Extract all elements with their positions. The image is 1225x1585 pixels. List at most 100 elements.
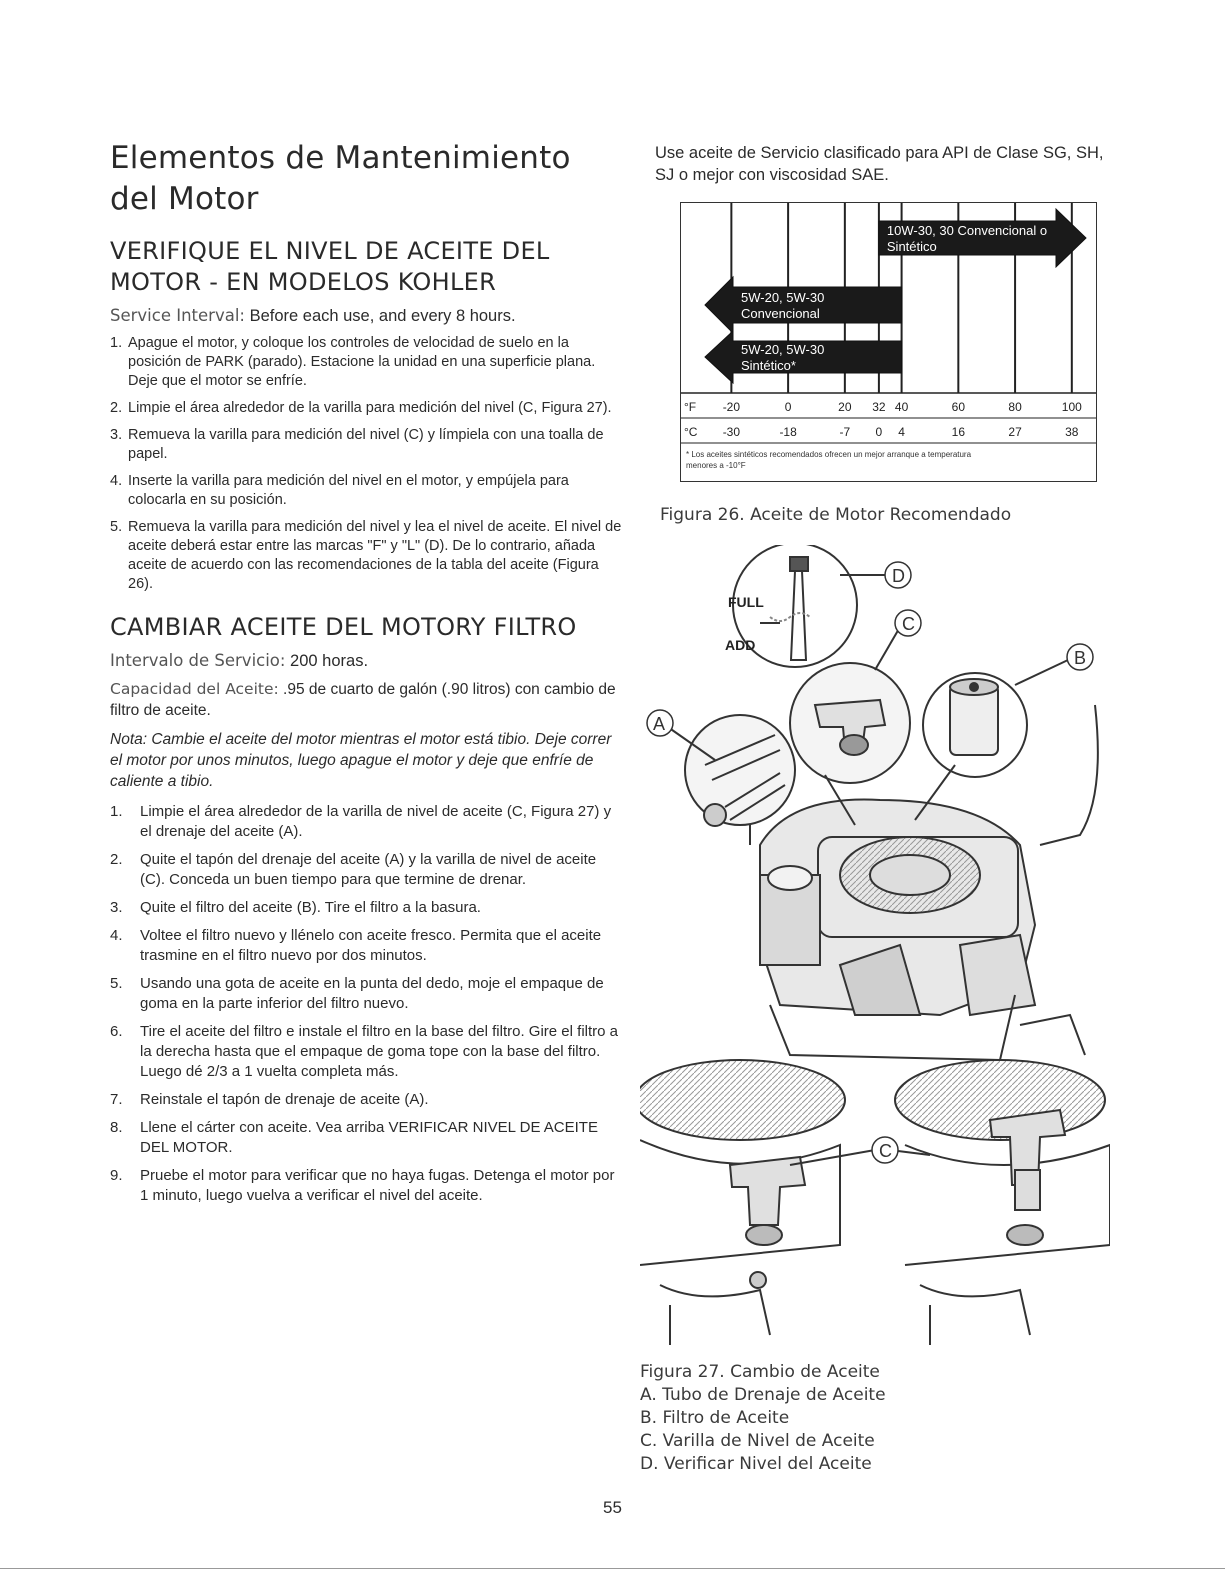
chart-footnote: * Los aceites sintéticos recomendados of… <box>686 450 972 459</box>
right-column: Use aceite de Servicio clasificado para … <box>655 142 1110 482</box>
step-text: Pruebe el motor para verificar que no ha… <box>140 1167 615 1204</box>
note: Nota: Cambie el aceite del motor mientra… <box>110 731 612 790</box>
label-b: B <box>1074 648 1086 668</box>
figure-26-caption: Figura 26. Aceite de Motor Recomendado <box>660 505 1012 525</box>
list-item: 7. Reinstale el tapón de drenaje de aceit… <box>110 1090 625 1110</box>
step-text: Remueva la varilla para medición del niv… <box>128 427 604 462</box>
step-number: 3. <box>110 427 123 443</box>
tick-label-f: 100 <box>1062 400 1082 414</box>
step-text: Quite el tapón del drenaje del aceite (A… <box>140 851 597 888</box>
oil-change-illustration: FULL ADD D C A B <box>640 545 1110 1345</box>
figure-27-title: Figura 27. Cambio de Aceite <box>640 1362 880 1382</box>
label-a: A <box>653 714 665 734</box>
list-item: 3. Quite el filtro del aceite (B). Tire e… <box>110 898 625 918</box>
list-item: 9. Pruebe el motor para verificar que no … <box>110 1166 625 1206</box>
tick-label-c: -30 <box>723 425 741 439</box>
tick-label-c: 38 <box>1065 425 1079 439</box>
step-number: 7. <box>110 1091 123 1108</box>
step-number: 1. <box>110 803 123 820</box>
tick-label-c: 4 <box>898 425 905 439</box>
bottom-rule <box>0 1568 1225 1569</box>
list-item: 6. Tire el aceite del filtro e instale el… <box>110 1022 625 1082</box>
step-number: 6. <box>110 1023 123 1040</box>
change-oil-steps: 1. Limpie el área alrededor de la varilla… <box>110 802 625 1206</box>
callout-lines <box>664 574 1069 826</box>
left-column: Elementos de Mantenimiento del Motor VER… <box>110 138 625 1214</box>
step-number: 2. <box>110 400 123 416</box>
tick-label-c: 0 <box>876 425 883 439</box>
chart-footnote: menores a -10°F <box>686 461 746 470</box>
tick-label-f: 20 <box>838 400 852 414</box>
figure-27-legend: A. Tubo de Drenaje de Aceite B. Filtro de… <box>640 1384 886 1476</box>
series-label: Sintético <box>887 239 937 254</box>
list-item: 3. Remueva la varilla para medición del n… <box>110 426 625 464</box>
series-bar <box>704 329 903 385</box>
service-interval-2: Intervalo de Servicio: 200 horas. <box>110 651 369 670</box>
tick-label-c: 27 <box>1008 425 1022 439</box>
callout-labels: D C A B <box>646 561 1094 737</box>
oil-capacity: Capacidad del Aceite: .95 de cuarto de g… <box>110 680 616 719</box>
step-number: 5. <box>110 975 123 992</box>
series-label: 5W-20, 5W-30 <box>741 342 824 357</box>
tick-label-f: 0 <box>785 400 792 414</box>
tick-label-f: 60 <box>952 400 966 414</box>
unit-f-label: °F <box>684 400 696 414</box>
label-c: C <box>902 614 915 634</box>
list-item: 2. Quite el tapón del drenaje del aceite … <box>110 850 625 890</box>
drain-tube-detail <box>684 714 796 827</box>
tick-label-f: 80 <box>1008 400 1022 414</box>
step-number: 3. <box>110 899 123 916</box>
step-text: Limpie el área alrededor de la varilla d… <box>140 803 612 840</box>
step-number: 4. <box>110 927 123 944</box>
list-item: 4. Voltee el filtro nuevo y llénelo con a… <box>110 926 625 966</box>
legend-item: D. Verificar Nivel del Aceite <box>640 1454 872 1474</box>
step-number: 9. <box>110 1167 123 1184</box>
check-oil-steps: 1. Apague el motor, y coloque los control… <box>110 334 625 594</box>
add-mark-label: ADD <box>725 637 755 653</box>
page-title: Elementos de Mantenimiento del Motor <box>110 140 571 217</box>
legend-item: A. Tubo de Drenaje de Aceite <box>640 1385 886 1405</box>
list-item: 4. Inserte la varilla para medición del n… <box>110 472 625 510</box>
dipstick-closeup <box>789 662 911 784</box>
series-label: Convencional <box>741 306 820 321</box>
full-mark-label: FULL <box>728 594 764 610</box>
step-number: 4. <box>110 473 123 489</box>
step-number: 1. <box>110 335 123 351</box>
step-text: Limpie el área alrededor de la varilla p… <box>128 400 612 416</box>
step-text: Voltee el filtro nuevo y llénelo con ace… <box>140 927 602 964</box>
section-heading-change-oil: CAMBIAR ACEITE DEL MOTORY FILTRO <box>110 613 577 641</box>
series-label: 10W-30, 30 Convencional o <box>887 223 1047 238</box>
dipstick-removal-panels <box>640 1059 1110 1345</box>
tick-label-c: 16 <box>952 425 966 439</box>
tick-label-c: -7 <box>840 425 851 439</box>
series-label: Sintético* <box>741 358 796 373</box>
step-text: Apague el motor, y coloque los controles… <box>128 335 596 389</box>
engine-drawing <box>734 704 1099 1062</box>
step-text: Llene el cárter con aceite. Vea arriba V… <box>140 1119 598 1156</box>
list-item: 1. Limpie el área alrededor de la varilla… <box>110 802 625 842</box>
series-bar <box>878 207 1087 269</box>
list-item: 2. Limpie el área alrededor de la varilla… <box>110 399 625 418</box>
label-d: D <box>892 566 905 586</box>
unit-c-label: °C <box>684 425 698 439</box>
step-text: Inserte la varilla para medición del niv… <box>128 473 569 508</box>
legend-item: C. Varilla de Nivel de Aceite <box>640 1431 875 1451</box>
list-item: 1. Apague el motor, y coloque los control… <box>110 334 625 391</box>
step-text: Reinstale el tapón de drenaje de aceite … <box>140 1091 429 1108</box>
page-number: 55 <box>603 1498 622 1517</box>
step-text: Usando una gota de aceite en la punta de… <box>140 975 604 1012</box>
step-number: 5. <box>110 519 123 535</box>
step-number: 2. <box>110 851 123 868</box>
tick-label-c: -18 <box>779 425 797 439</box>
figure-27-caption: Figura 27. Cambio de Aceite A. Tubo de D… <box>640 1361 886 1476</box>
step-text: Tire el aceite del filtro e instale el f… <box>140 1023 618 1080</box>
legend-item: B. Filtro de Aceite <box>640 1408 790 1428</box>
step-text: Quite el filtro del aceite (B). Tire el … <box>140 899 481 916</box>
tick-label-f: 32 <box>872 400 886 414</box>
list-item: 5. Usando una gota de aceite en la punta … <box>110 974 625 1014</box>
section-heading-check-oil: VERIFIQUE EL NIVEL DE ACEITE DEL MOTOR -… <box>110 237 550 296</box>
service-interval: Service Interval: Before each use, and e… <box>110 306 516 325</box>
list-item: 5.Remueva la varilla para medición del n… <box>110 518 625 594</box>
